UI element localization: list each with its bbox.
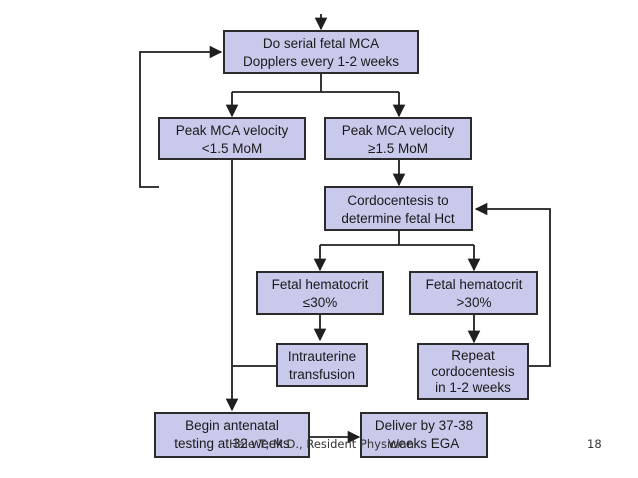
- node-text: transfusion: [289, 367, 355, 382]
- node-hematocrit-high: Fetal hematocrit >30%: [409, 271, 538, 315]
- node-text: Begin antenatal: [185, 418, 279, 433]
- arrow-low-velocity-loop: [139, 45, 223, 188]
- node-text: Fetal hematocrit: [272, 277, 369, 292]
- node-text: Intrauterine: [288, 349, 356, 364]
- node-peak-velocity-high: Peak MCA velocity ≥1.5 MoM: [324, 117, 472, 160]
- node-text: <1.5 MoM: [202, 141, 262, 156]
- footer-author: Hale T, M.D., Resident Physician: [229, 437, 414, 451]
- node-text: Peak MCA velocity: [342, 123, 455, 138]
- node-text: Do serial fetal MCA: [263, 36, 379, 51]
- node-peak-velocity-low: Peak MCA velocity <1.5 MoM: [158, 117, 306, 160]
- node-text: in 1-2 weeks: [435, 380, 511, 395]
- node-text: Fetal hematocrit: [426, 277, 523, 292]
- node-intrauterine-transfusion: Intrauterine transfusion: [276, 343, 368, 387]
- node-text: Deliver by 37-38: [375, 418, 473, 433]
- connectors: [139, 14, 551, 444]
- node-serial-dopplers: Do serial fetal MCA Dopplers every 1-2 w…: [223, 30, 419, 74]
- arrow-repeat-loop: [474, 202, 551, 367]
- node-deliver: Deliver by 37-38 weeks EGA: [360, 412, 488, 458]
- node-text: Dopplers every 1-2 weeks: [243, 54, 399, 69]
- node-text: Peak MCA velocity: [176, 123, 289, 138]
- node-cordocentesis: Cordocentesis to determine fetal Hct: [324, 186, 473, 231]
- node-text: ≤30%: [303, 295, 337, 310]
- node-text: testing at 32 weeks: [174, 436, 290, 451]
- node-text: weeks EGA: [388, 436, 460, 451]
- node-text: Cordocentesis to: [347, 193, 448, 208]
- node-text: >30%: [457, 295, 492, 310]
- node-text: ≥1.5 MoM: [368, 141, 428, 156]
- node-hematocrit-low: Fetal hematocrit ≤30%: [256, 271, 384, 315]
- slide-number: 18: [587, 437, 602, 451]
- node-repeat-cordocentesis: Repeat cordocentesis in 1-2 weeks: [417, 343, 529, 400]
- node-text: determine fetal Hct: [341, 211, 455, 226]
- node-text: cordocentesis: [431, 364, 515, 379]
- node-begin-antenatal-testing: Begin antenatal testing at 32 weeks: [154, 412, 310, 458]
- node-text: Repeat: [451, 348, 495, 363]
